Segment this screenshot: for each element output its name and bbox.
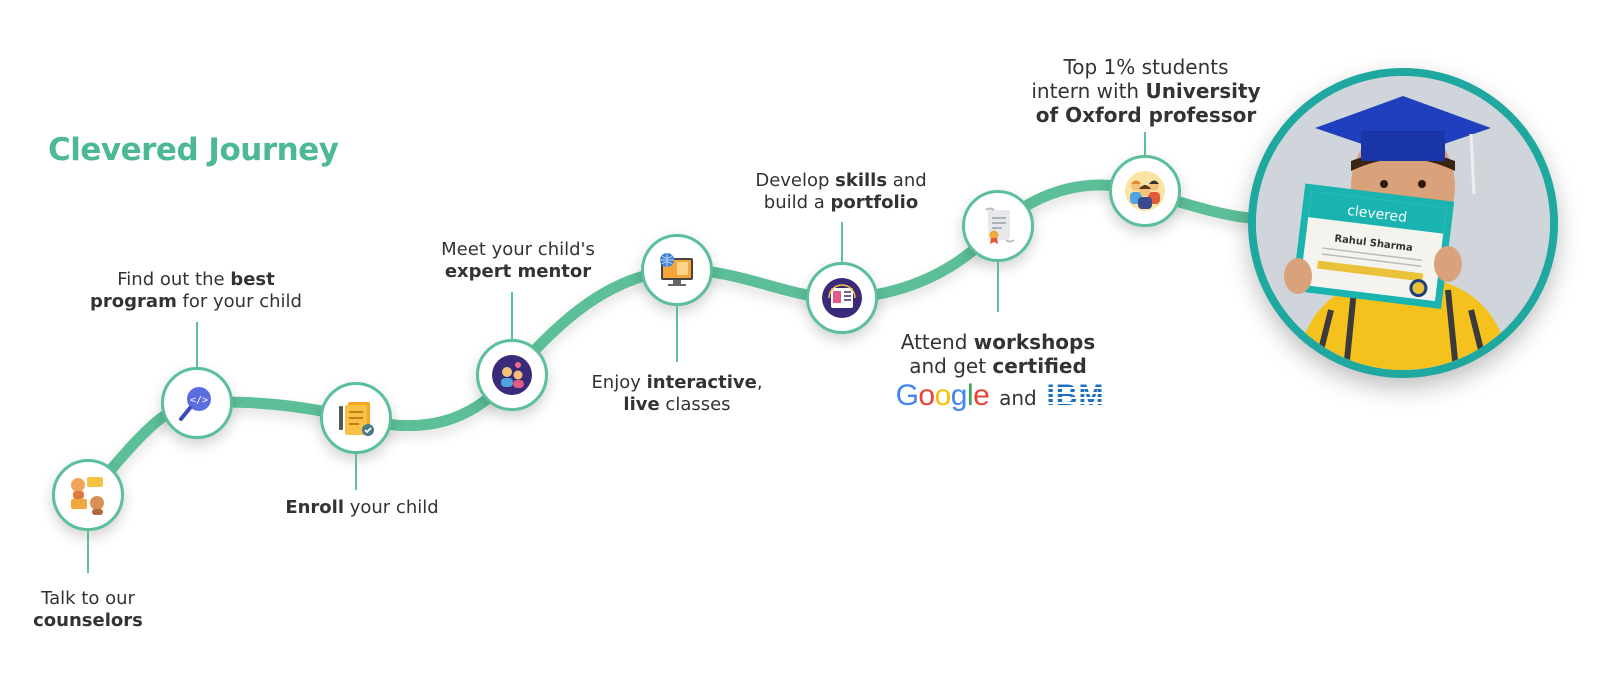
certifier-logos: Google and IBM <box>895 379 1105 412</box>
portfolio-icon <box>822 278 862 318</box>
step-8-node <box>1109 155 1181 227</box>
step-2-connector <box>196 322 198 367</box>
svg-text:</>: </> <box>190 395 208 406</box>
document-pen-icon <box>339 402 374 436</box>
graduate-student-illustration: clevered Rahul Sharma <box>1256 76 1550 370</box>
step-3-label: Enroll your child <box>285 497 439 518</box>
step-4-node <box>476 339 548 411</box>
chat-people-icon <box>71 477 104 515</box>
step-5-connector <box>676 306 678 362</box>
students-group-icon <box>1125 171 1165 211</box>
step-3-connector <box>355 454 357 490</box>
step-2-label: Find out the best program for your child <box>90 269 302 312</box>
step-7-node <box>962 190 1034 262</box>
step-4-label: Meet your child's expert mentor <box>441 239 595 282</box>
step-1-connector <box>87 531 89 573</box>
step-6-label: Develop skills and build a portfolio <box>755 170 927 213</box>
step-6-node <box>806 262 878 334</box>
page-title: Clevered Journey <box>48 132 339 168</box>
step-8-label: Top 1% students intern with University o… <box>1031 55 1261 127</box>
step-3-node <box>320 382 392 454</box>
step-1-label: Talk to our counselors <box>33 588 143 631</box>
google-logo: Google <box>895 379 990 412</box>
code-search-icon: </> <box>179 387 211 421</box>
step-1-node <box>52 459 124 531</box>
step-2-node: </> <box>161 367 233 439</box>
graduate-photo: clevered Rahul Sharma <box>1248 68 1558 378</box>
step-7-label: Attend workshops and get certified <box>900 330 1096 378</box>
certificate-icon <box>985 207 1015 244</box>
step-4-connector <box>511 292 513 339</box>
step-8-connector <box>1144 132 1146 155</box>
step-5-label: Enjoy interactive, live classes <box>591 372 763 415</box>
online-class-icon <box>660 253 693 286</box>
step-7-connector <box>997 262 999 312</box>
step-6-connector <box>841 222 843 262</box>
ibm-logo: IBM <box>1046 379 1105 412</box>
certificate-brand: clevered <box>1346 203 1408 226</box>
step-5-node <box>641 234 713 306</box>
mentor-icon <box>492 355 532 395</box>
